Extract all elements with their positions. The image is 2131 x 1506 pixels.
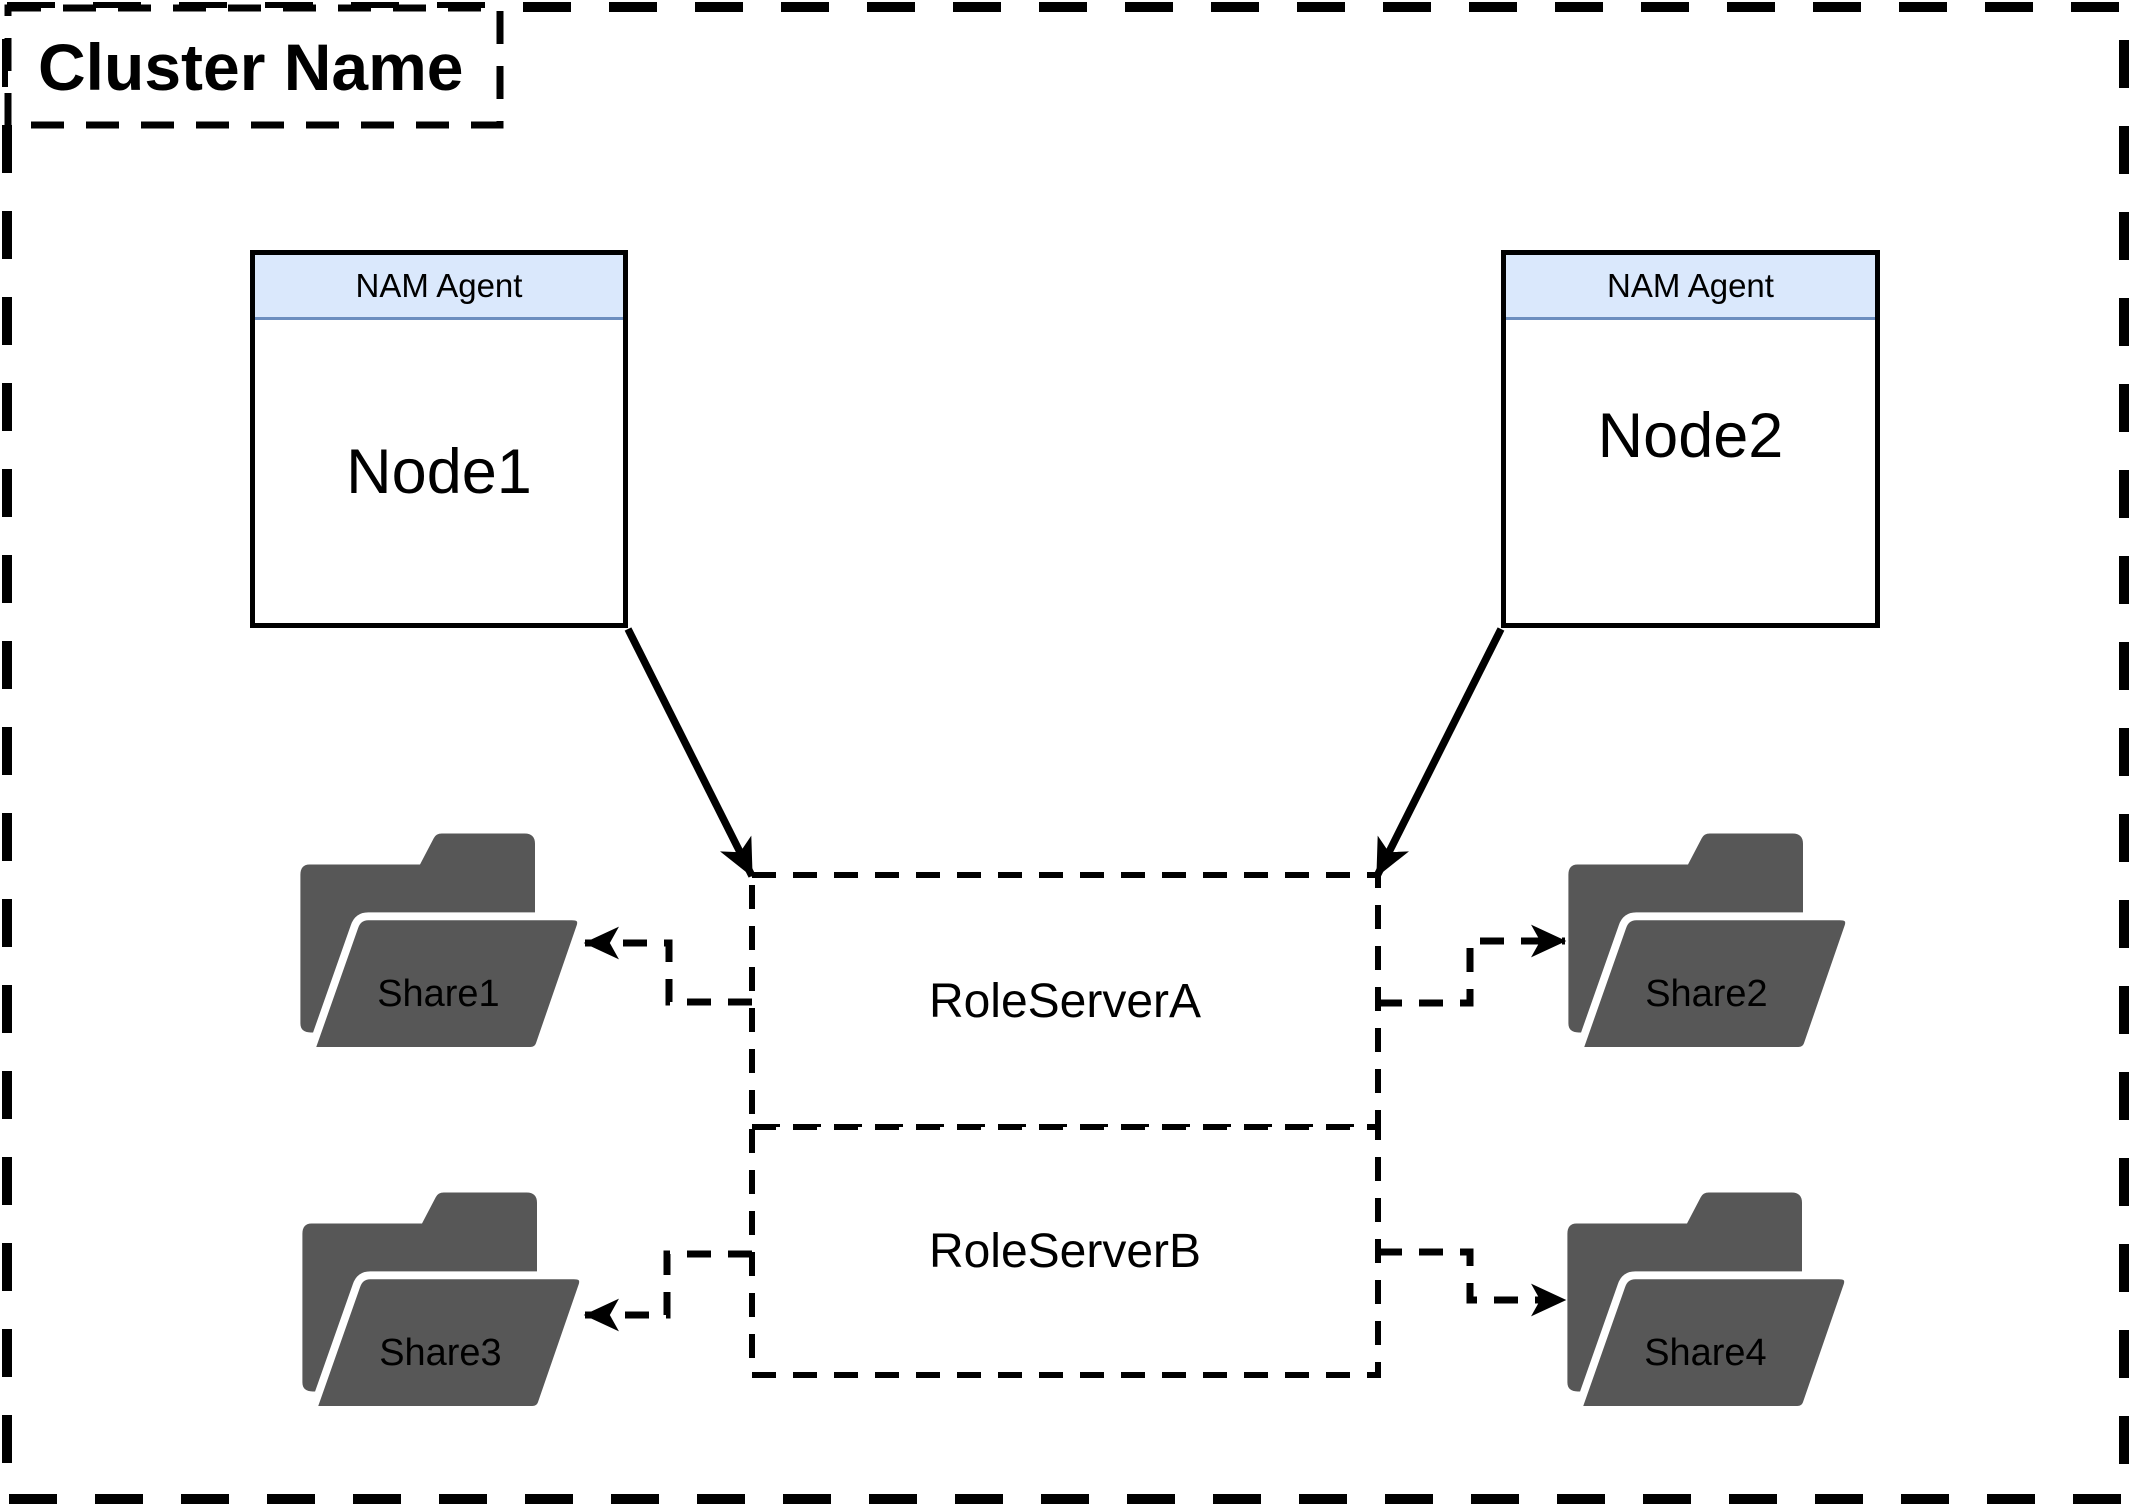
roleservera-label: RoleServerA — [928, 974, 1202, 1028]
folder-front — [1574, 912, 1853, 1055]
cluster-name-label: Cluster Name — [38, 29, 464, 104]
node1-box: NAM Agent Node1 — [250, 250, 628, 628]
node2-box: NAM Agent Node2 — [1501, 250, 1880, 628]
node1-to-roleservera-arrow — [624, 627, 756, 878]
node2-body: Node2 — [1506, 320, 1875, 623]
share3-label: Share3 — [379, 1332, 501, 1374]
node1-header: NAM Agent — [255, 255, 623, 320]
roleservera-box — [749, 872, 1381, 1130]
share4-folder-icon: Share4 — [1567, 1192, 1852, 1414]
node1-body: Node1 — [255, 320, 623, 623]
share2-folder-icon: Share2 — [1568, 833, 1853, 1055]
roleservera-to-share1-arrow — [583, 926, 752, 1006]
roleservera-to-share2-arrow — [1378, 924, 1567, 1007]
cluster-name-box — [4, 4, 504, 129]
folder-front — [308, 1271, 587, 1414]
node2-label: Node2 — [1597, 400, 1784, 471]
node1-label: Node1 — [346, 436, 532, 507]
folder-front — [306, 912, 585, 1055]
share1-folder-icon: Share1 — [300, 833, 585, 1055]
roleserverb-label: RoleServerB — [928, 1224, 1202, 1278]
share3-folder-icon: Share3 — [302, 1192, 587, 1414]
node2-header: NAM Agent — [1506, 255, 1875, 320]
share1-label: Share1 — [377, 973, 499, 1015]
roleserverb-to-share3-arrow — [583, 1250, 752, 1332]
roleserverb-to-share4-arrow — [1378, 1248, 1567, 1317]
share4-label: Share4 — [1644, 1332, 1766, 1374]
share2-label: Share2 — [1645, 973, 1767, 1015]
node2-to-roleservera-arrow — [1373, 627, 1505, 878]
folder-front — [1573, 1271, 1852, 1414]
